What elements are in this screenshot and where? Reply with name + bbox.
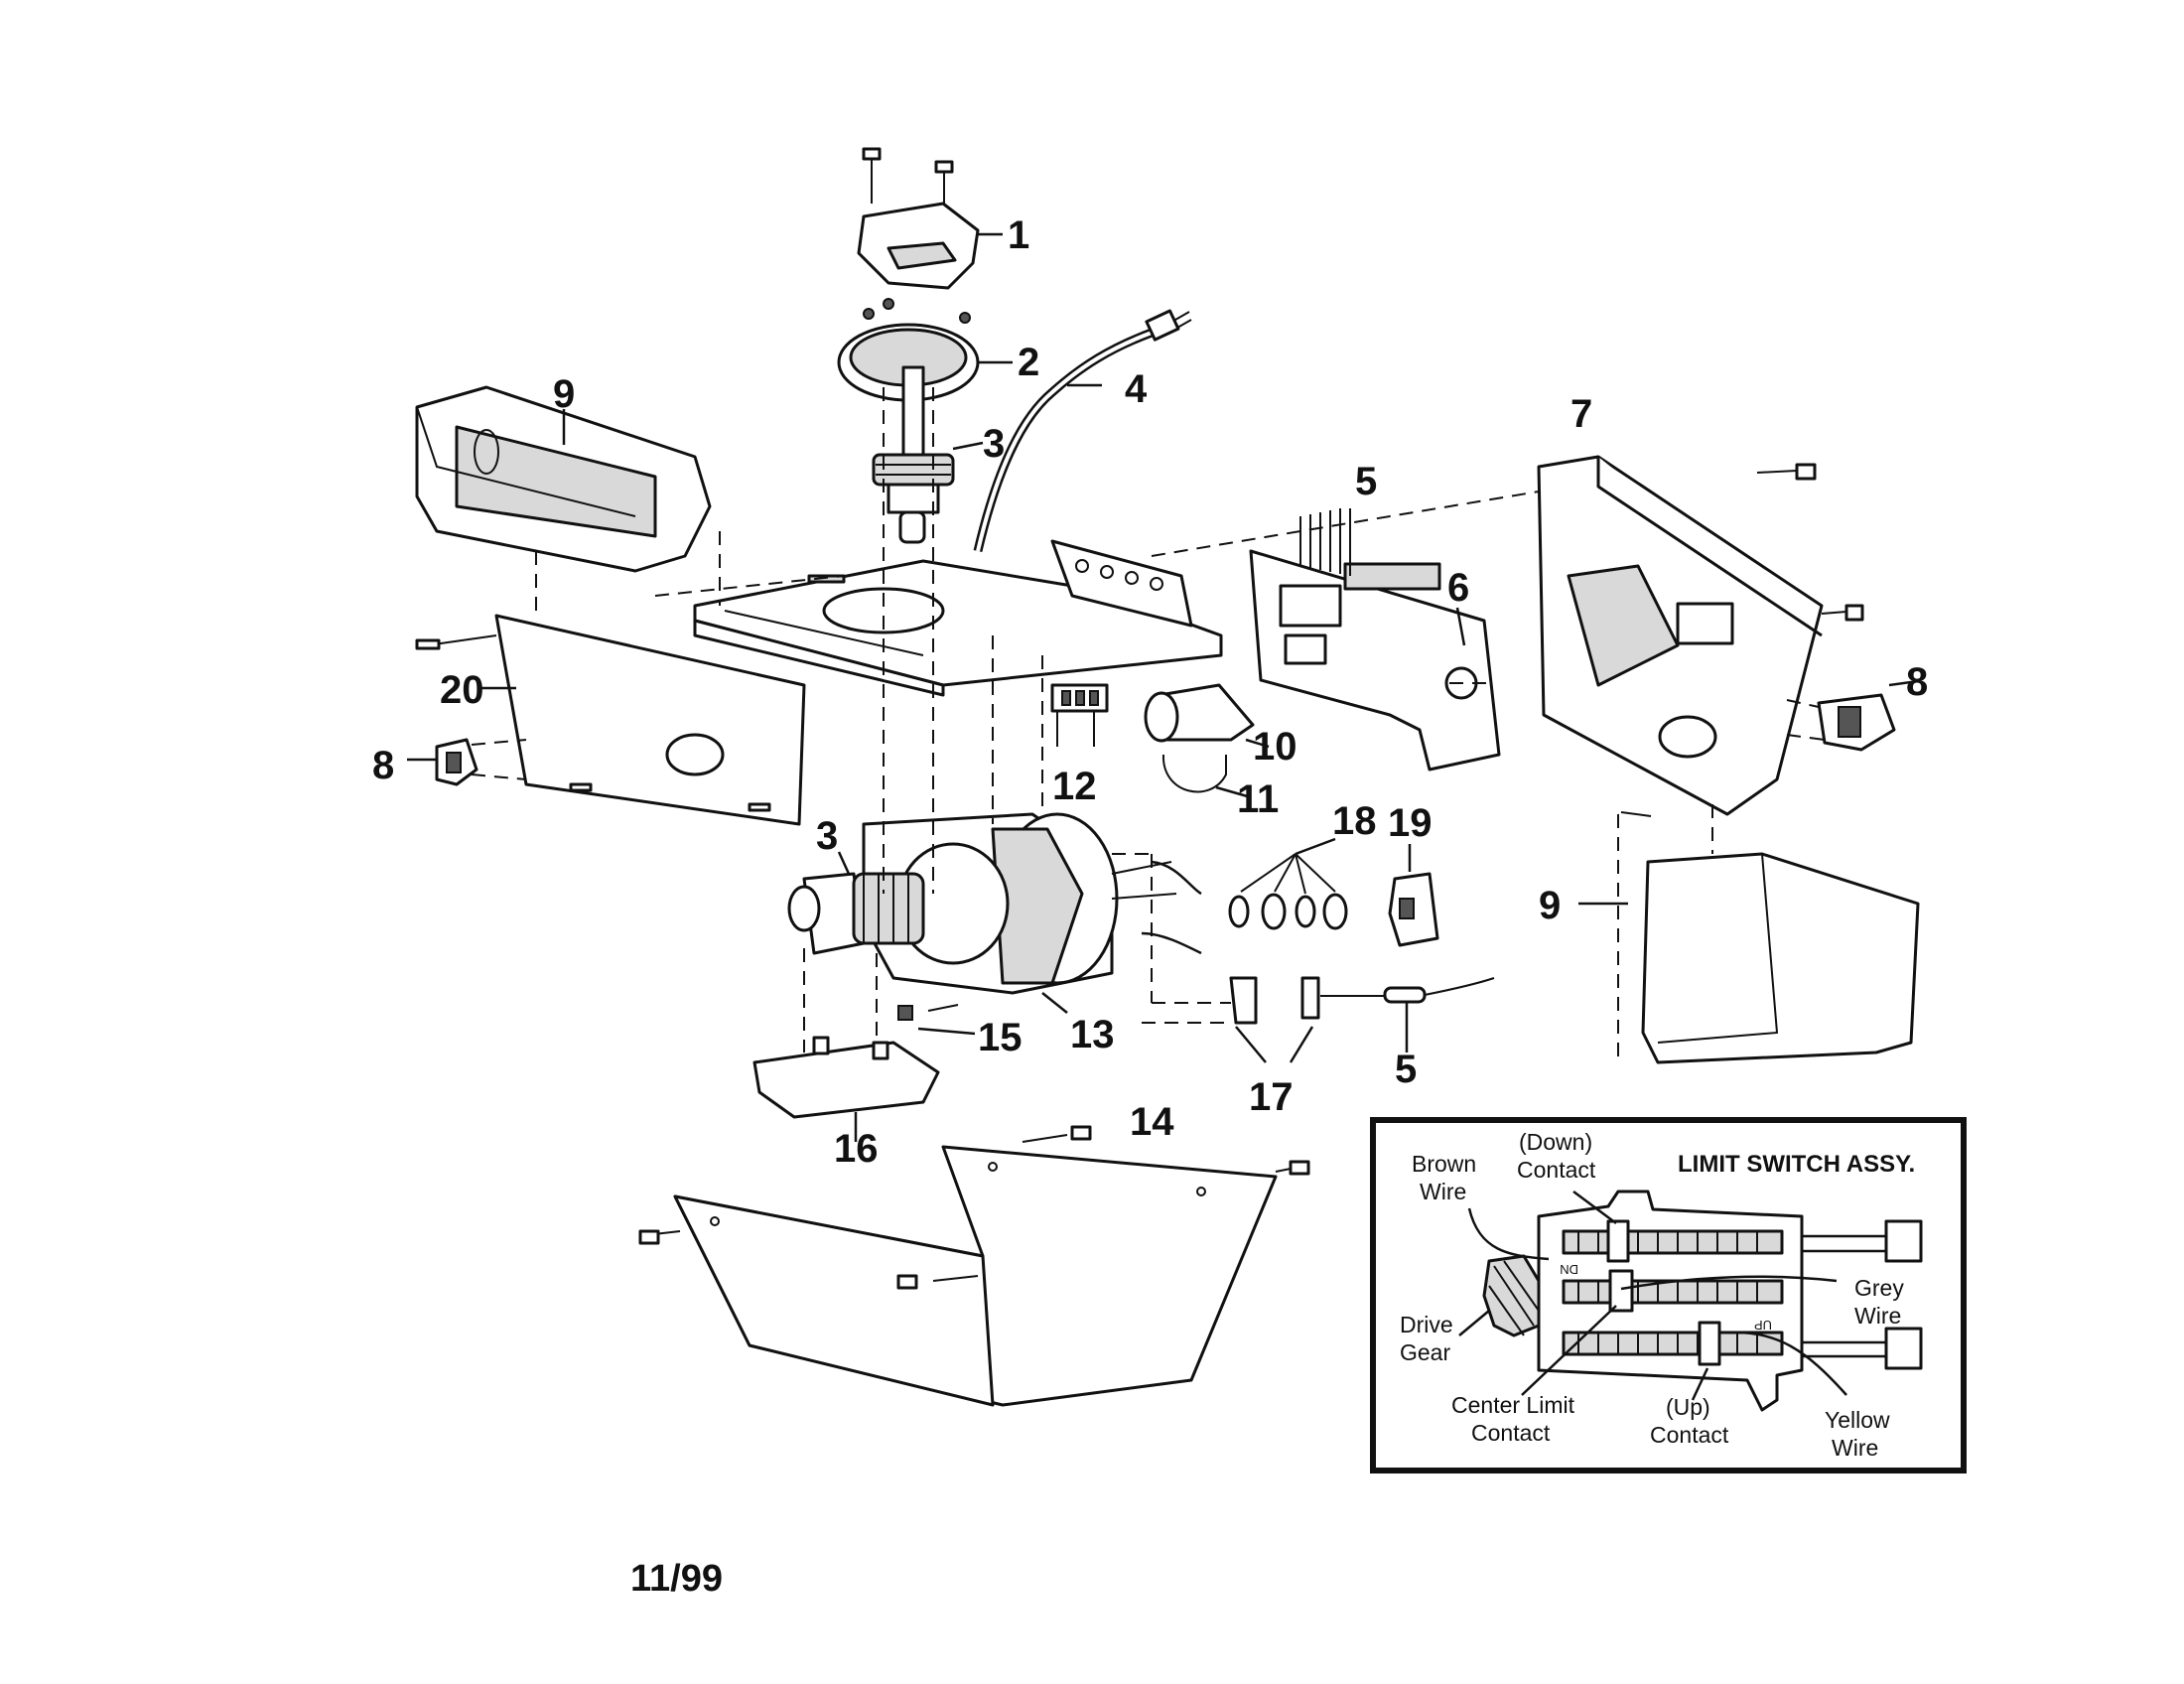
callout-8-right: 8 — [1906, 660, 1928, 704]
callout-3-upper: 3 — [983, 422, 1005, 466]
label-down-contact-2: Contact — [1517, 1157, 1596, 1183]
label-yellow-wire-1: Yellow — [1825, 1407, 1890, 1433]
part-14-bottom-cover — [638, 1125, 1310, 1407]
inset-title: LIMIT SWITCH ASSY. — [1678, 1151, 1915, 1178]
label-brown-wire-2: Wire — [1420, 1179, 1466, 1204]
callout-5-upper: 5 — [1355, 460, 1377, 503]
part-17-limit-contacts — [1229, 976, 1320, 1063]
part-18-bearings — [1228, 837, 1348, 930]
callout-17: 17 — [1249, 1075, 1294, 1119]
label-grey-wire-2: Wire — [1854, 1303, 1901, 1329]
part-13-motor — [862, 812, 1202, 1014]
part-9-right-lens — [1578, 852, 1920, 1064]
callout-6: 6 — [1447, 566, 1469, 610]
part-8-right-light-socket — [1817, 679, 1919, 752]
callout-9-left: 9 — [553, 372, 575, 416]
part-3-worm-gear — [787, 851, 925, 955]
part-1-top-cover — [857, 147, 1003, 290]
callout-9-right: 9 — [1539, 884, 1561, 927]
callout-19: 19 — [1388, 801, 1433, 845]
part-19-end-cap — [1388, 844, 1439, 947]
part-8-left-light-socket — [407, 738, 478, 786]
label-down-contact-1: (Down) — [1519, 1129, 1592, 1155]
callout-14: 14 — [1130, 1100, 1174, 1144]
callout-18: 18 — [1332, 799, 1377, 843]
label-grey-wire-1: Grey — [1854, 1275, 1904, 1301]
callout-20: 20 — [440, 668, 484, 712]
limit-switch-inset: LIMIT SWITCH ASSY. DN UP — [1370, 1117, 1967, 1474]
callout-11: 11 — [1237, 777, 1279, 821]
part-11-capacitor-bracket — [1161, 754, 1252, 799]
callout-8-left: 8 — [372, 744, 394, 787]
callout-4: 4 — [1125, 367, 1148, 411]
part-7-housing-cover — [1537, 455, 1864, 817]
callout-10: 10 — [1253, 725, 1297, 769]
label-drive-gear-2: Gear — [1400, 1339, 1450, 1365]
part-5-wire-harness — [1320, 977, 1495, 1052]
revision-date: 11/99 — [630, 1558, 723, 1600]
part-10-capacitor — [1144, 683, 1270, 749]
callout-16: 16 — [834, 1127, 879, 1171]
up-mark: UP — [1754, 1318, 1772, 1333]
label-up-contact-1: (Up) — [1666, 1394, 1710, 1420]
part-15-screws — [897, 1004, 976, 1036]
chassis-frame — [693, 539, 1223, 697]
part-20-end-panel — [415, 614, 806, 826]
callout-13: 13 — [1070, 1013, 1115, 1056]
callout-5-lower: 5 — [1395, 1048, 1417, 1091]
label-center-limit-contact-2: Contact — [1471, 1420, 1551, 1446]
callout-numbers: 1 2 3 4 9 5 6 7 8 20 8 10 11 12 18 19 9 … — [372, 213, 1928, 1171]
label-brown-wire-1: Brown — [1412, 1151, 1476, 1177]
part-16-limit-switch-bracket — [752, 1036, 940, 1142]
part-9-left-lens-cover — [415, 385, 712, 573]
part-12-terminal-block — [1050, 683, 1109, 747]
label-center-limit-contact-1: Center Limit — [1451, 1392, 1575, 1418]
inset-screw-shafts — [1562, 1229, 1784, 1356]
callout-15: 15 — [978, 1016, 1023, 1059]
label-yellow-wire-2: Wire — [1832, 1435, 1878, 1461]
dn-mark: DN — [1560, 1262, 1578, 1277]
callout-7: 7 — [1570, 392, 1592, 436]
part-4-power-cord — [973, 309, 1192, 553]
assembly-lines — [471, 387, 1826, 1062]
callout-1: 1 — [1008, 213, 1029, 257]
part-2-mounting-plate — [837, 298, 1013, 402]
label-up-contact-2: Contact — [1650, 1422, 1729, 1448]
label-drive-gear-1: Drive — [1400, 1312, 1453, 1337]
callout-3-lower: 3 — [816, 814, 838, 858]
callout-2: 2 — [1018, 341, 1039, 384]
callout-12: 12 — [1052, 765, 1097, 808]
